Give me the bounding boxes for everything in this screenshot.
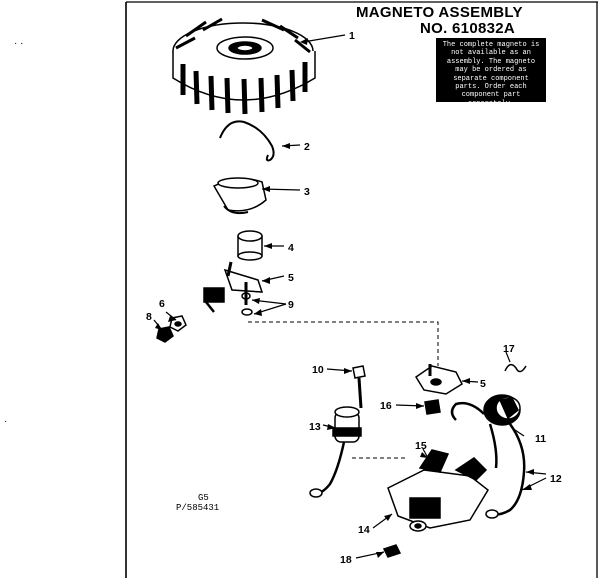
- dust-cover-part: [212, 177, 267, 215]
- footer-part-ref: P/585431: [176, 503, 220, 513]
- small-screw-part: [382, 544, 402, 558]
- callout-numbers: 1 2 3 4 5 9 6 8 10 5 17 16 13 15 11 12 1…: [146, 30, 562, 566]
- stray-mark-side: ·: [4, 416, 8, 427]
- frame-border: [125, 1, 598, 578]
- ignition-coil-part: [450, 394, 526, 519]
- callout-5-upper: 5: [288, 272, 294, 284]
- notice-box: The complete magneto is not available as…: [436, 38, 546, 102]
- armature-base-part: [387, 449, 489, 532]
- callout-18: 18: [340, 554, 352, 566]
- callout-13: 13: [309, 421, 321, 433]
- callout-5-lower: 5: [480, 378, 486, 390]
- bushing-part: [237, 230, 263, 261]
- callout-15: 15: [415, 440, 427, 452]
- assembly-title: MAGNETO ASSEMBLY: [356, 4, 523, 21]
- dashed-leader: [248, 321, 439, 459]
- callout-12: 12: [550, 473, 562, 485]
- breaker-points-part: [203, 261, 264, 316]
- callout-9: 9: [288, 299, 294, 311]
- callout-17: 17: [503, 343, 515, 355]
- ground-wire-part: [504, 363, 527, 373]
- washer-part: [156, 326, 174, 343]
- callout-8: 8: [146, 311, 152, 323]
- callout-2: 2: [304, 141, 310, 153]
- spring-clip-part: [219, 120, 275, 162]
- leader-arrowheads: [155, 38, 534, 558]
- callout-4: 4: [288, 242, 294, 254]
- stray-mark-top: · ·: [14, 38, 24, 49]
- footer-code: G5: [198, 493, 209, 503]
- condenser-part: [309, 406, 362, 498]
- callout-16: 16: [380, 400, 392, 412]
- screw-part: [352, 365, 366, 409]
- callout-3: 3: [304, 186, 310, 198]
- clip-part: [424, 399, 441, 415]
- callout-14: 14: [358, 524, 370, 536]
- callout-1: 1: [349, 30, 355, 42]
- callout-10: 10: [312, 364, 324, 376]
- bracket-part: [414, 364, 463, 395]
- assembly-number: NO. 610832A: [420, 20, 516, 37]
- callout-11: 11: [535, 433, 546, 445]
- callout-6: 6: [159, 298, 165, 310]
- flywheel-part: [172, 17, 316, 115]
